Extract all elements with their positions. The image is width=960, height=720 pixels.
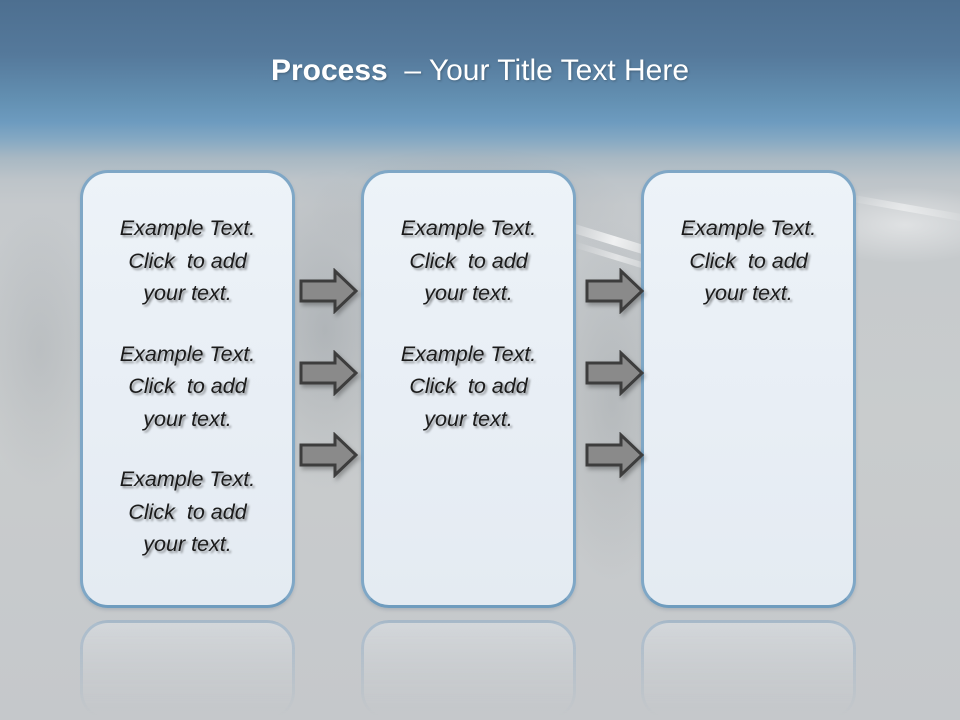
placeholder-text[interactable]: Example Text. Click to add your text.: [400, 216, 537, 305]
arrow-right-icon: [585, 350, 645, 396]
slide-title: Process – Your Title Text Here: [0, 54, 960, 88]
placeholder-text[interactable]: Example Text. Click to add your text.: [119, 467, 256, 556]
process-box-1: Example Text. Click to add your text. Ex…: [80, 170, 295, 608]
placeholder-text[interactable]: Example Text. Click to add your text.: [119, 216, 256, 305]
box-reflection: [361, 620, 576, 720]
arrow-right-icon: [585, 268, 645, 314]
arrow-right-icon: [299, 268, 359, 314]
arrow-right-icon: [299, 350, 359, 396]
arrow-right-icon: [585, 432, 645, 478]
slide-title-text: – Your Title Text Here: [387, 54, 690, 87]
box-reflection: [80, 620, 295, 720]
box-reflection: [641, 620, 856, 720]
process-box-3: Example Text. Click to add your text.: [641, 170, 856, 608]
placeholder-text[interactable]: Example Text. Click to add your text.: [119, 341, 256, 431]
placeholder-text[interactable]: Example Text. Click to add your text.: [400, 341, 537, 431]
process-box-2: Example Text. Click to add your text. Ex…: [361, 170, 576, 608]
arrow-right-icon: [299, 432, 359, 478]
placeholder-text[interactable]: Example Text. Click to add your text.: [680, 216, 817, 305]
slide-title-keyword: Process: [270, 54, 388, 87]
